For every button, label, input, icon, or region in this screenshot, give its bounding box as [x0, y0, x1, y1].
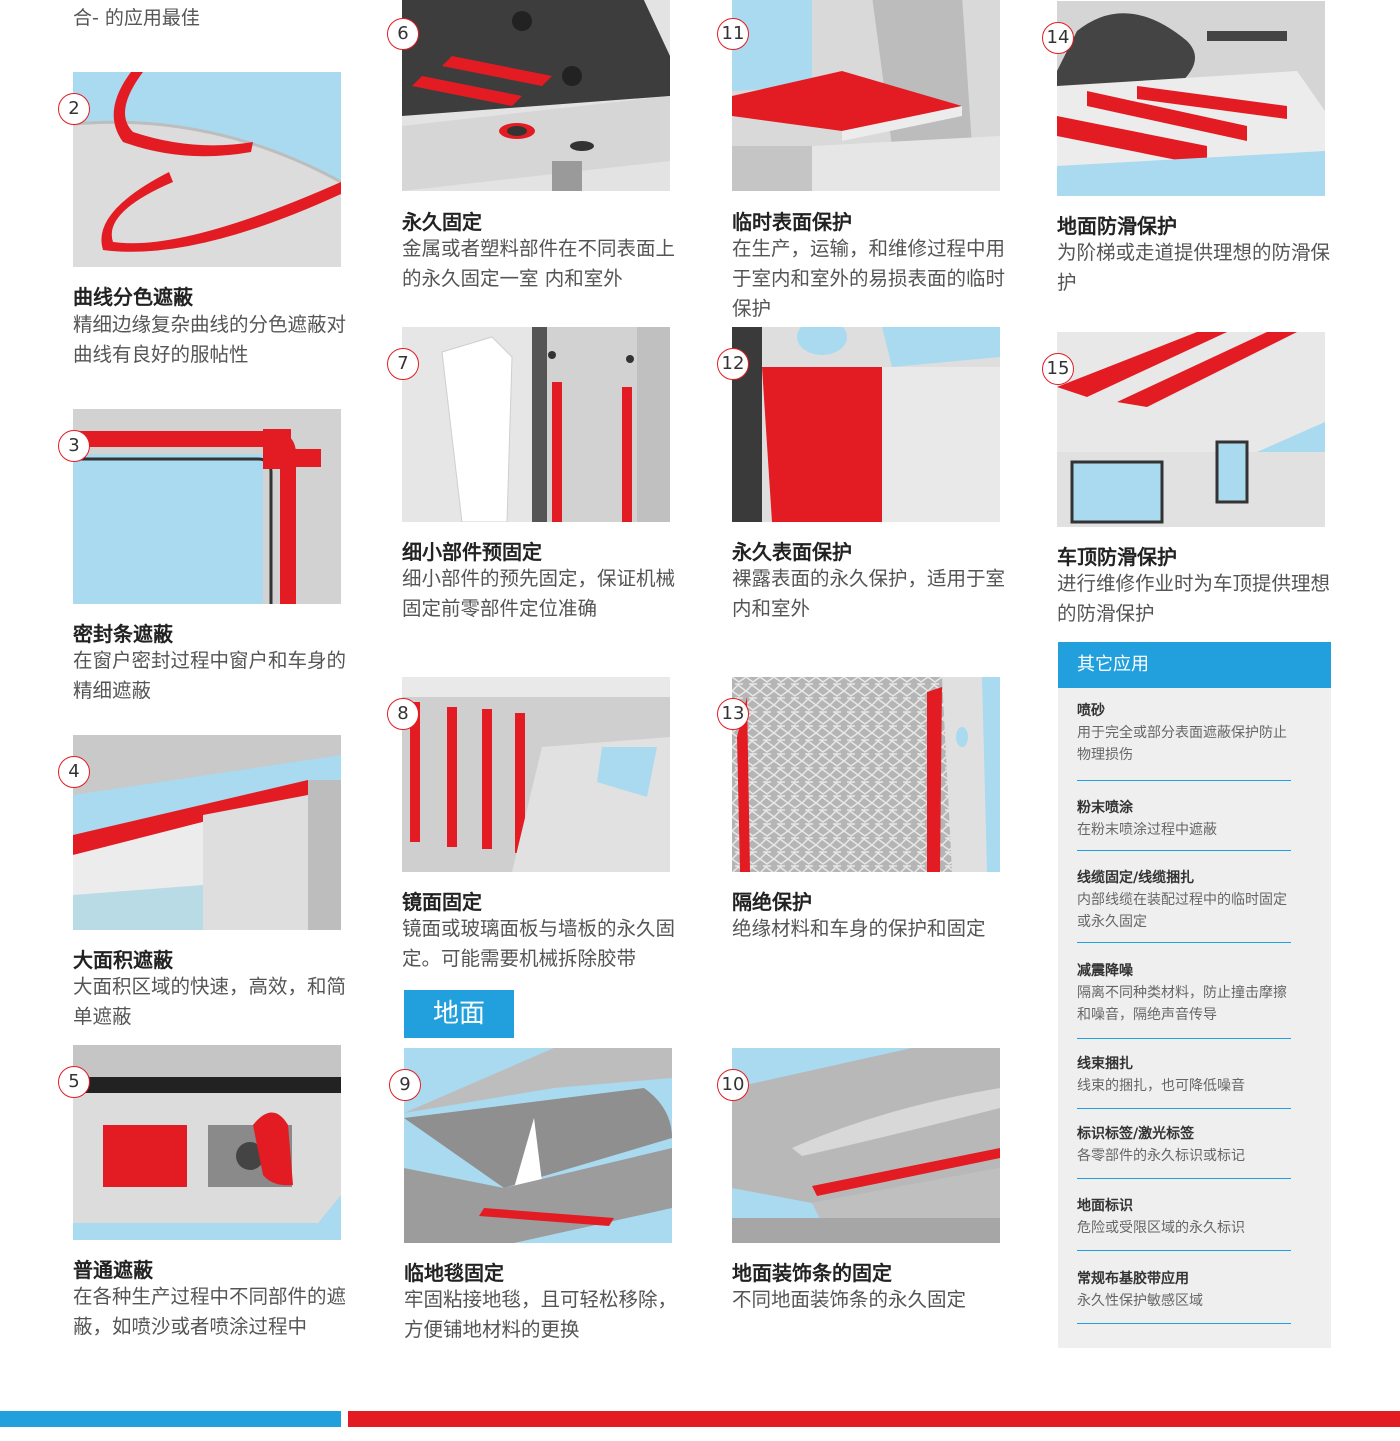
- number-badge: 11: [717, 18, 749, 50]
- mirror-fixing-illustration: [402, 677, 670, 872]
- item-description: 隔离不同种类材料，防止撞击摩擦和噪音，隔绝声音传导: [1077, 985, 1287, 1023]
- card-title: 临地毯固定: [404, 1261, 504, 1285]
- list-item: 线缆固定/线缆捆扎 内部线缆在装配过程中的临时固定或永久固定: [1077, 867, 1291, 943]
- item-title: 线缆固定/线缆捆扎: [1077, 870, 1195, 886]
- list-item: 粉末喷涂 在粉末喷涂过程中遮蔽: [1077, 797, 1291, 851]
- card-description: 绝缘材料和车身的保护和固定: [732, 917, 986, 940]
- list-item: 减震降噪 隔离不同种类材料，防止撞击摩擦和噪音，隔绝声音传导: [1077, 960, 1291, 1039]
- card-description: 在生产，运输，和维修过程中用于室内和室外的易损表面的临时保护: [732, 237, 1006, 320]
- permanent-fixing-illustration: [402, 0, 670, 191]
- item-title: 常规布基胶带应用: [1077, 1271, 1189, 1287]
- large-area-masking-illustration: [73, 735, 341, 930]
- list-item: 喷砂 用于完全或部分表面遮蔽保护防止物理损伤: [1077, 700, 1291, 781]
- floor-trim-illustration: [732, 1048, 1000, 1243]
- number-badge: 4: [58, 756, 90, 788]
- floor-section-tab: 地面: [404, 990, 514, 1038]
- card-description: 在各种生产过程中不同部件的遮蔽，如喷沙或者喷涂过程中: [73, 1285, 347, 1338]
- number-badge: 9: [389, 1069, 421, 1101]
- card-title: 隔绝保护: [732, 890, 812, 914]
- number-badge: 3: [58, 430, 90, 462]
- item-description: 各零部件的永久标识或标记: [1077, 1148, 1245, 1164]
- card-description: 为阶梯或走道提供理想的防滑保护: [1057, 241, 1331, 294]
- number-badge: 2: [58, 93, 90, 125]
- insulation-protection-illustration: [732, 677, 1000, 872]
- number-badge: 10: [717, 1069, 749, 1101]
- carpet-fixing-illustration: [404, 1048, 672, 1243]
- item-description: 用于完全或部分表面遮蔽保护防止物理损伤: [1077, 725, 1287, 763]
- card-description: 进行维修作业时为车顶提供理想的防滑保护: [1057, 572, 1331, 625]
- seal-masking-illustration: [73, 409, 341, 604]
- item-title: 喷砂: [1077, 703, 1105, 719]
- card-title: 地面装饰条的固定: [732, 1261, 892, 1285]
- card-description: 牢固粘接地毯，且可轻松移除，方便铺地材料的更换: [404, 1288, 678, 1341]
- list-item: 地面标识 危险或受限区域的永久标识: [1077, 1195, 1291, 1251]
- roof-antislip-illustration: [1057, 332, 1325, 527]
- list-item: 线束捆扎 线束的捆扎，也可降低噪音: [1077, 1053, 1291, 1109]
- card-description: 细小部件的预先固定，保证机械固定前零部件定位准确: [402, 567, 676, 620]
- card-title: 地面防滑保护: [1057, 214, 1177, 238]
- card-title: 镜面固定: [402, 890, 482, 914]
- card-title: 细小部件预固定: [402, 540, 542, 564]
- curve-masking-illustration: [73, 72, 341, 267]
- card-description: 精细边缘复杂曲线的分色遮蔽对曲线有良好的服帖性: [73, 313, 347, 366]
- lead-text: 合- 的应用最佳: [73, 7, 200, 29]
- card-title: 曲线分色遮蔽: [73, 285, 193, 309]
- number-badge: 13: [717, 698, 749, 730]
- card-title: 临时表面保护: [732, 210, 852, 234]
- number-badge: 12: [717, 348, 749, 380]
- card-description: 不同地面装饰条的永久固定: [732, 1288, 967, 1311]
- item-description: 在粉末喷涂过程中遮蔽: [1077, 822, 1217, 838]
- card-title: 密封条遮蔽: [73, 622, 173, 646]
- item-title: 粉末喷涂: [1077, 800, 1133, 816]
- item-description: 危险或受限区域的永久标识: [1077, 1220, 1245, 1236]
- footer-bar-red: [348, 1411, 1400, 1427]
- permanent-protection-illustration: [732, 327, 1000, 522]
- number-badge: 5: [58, 1066, 90, 1098]
- list-item: 标识标签/激光标签 各零部件的永久标识或标记: [1077, 1123, 1291, 1179]
- general-masking-illustration: [73, 1045, 341, 1240]
- item-title: 线束捆扎: [1077, 1056, 1133, 1072]
- small-parts-prefix-illustration: [402, 327, 670, 522]
- card-description: 大面积区域的快速，高效，和简单遮蔽: [73, 975, 347, 1028]
- list-item: 常规布基胶带应用 永久性保护敏感区域: [1077, 1268, 1291, 1324]
- card-title: 永久固定: [402, 210, 482, 234]
- card-description: 镜面或玻璃面板与墙板的永久固定。可能需要机械拆除胶带: [402, 917, 676, 970]
- item-title: 标识标签/激光标签: [1077, 1126, 1195, 1142]
- card-title: 车顶防滑保护: [1057, 545, 1177, 569]
- item-title: 地面标识: [1077, 1198, 1133, 1214]
- item-description: 线束的捆扎，也可降低噪音: [1077, 1078, 1245, 1094]
- floor-antislip-illustration: [1057, 1, 1325, 196]
- number-badge: 6: [387, 18, 419, 50]
- card-title: 大面积遮蔽: [73, 948, 173, 972]
- number-badge: 14: [1042, 22, 1074, 54]
- other-applications-panel: 其它应用 喷砂 用于完全或部分表面遮蔽保护防止物理损伤 粉末喷涂 在粉末喷涂过程…: [1058, 642, 1331, 1348]
- number-badge: 8: [387, 698, 419, 730]
- number-badge: 15: [1042, 353, 1074, 385]
- card-description: 金属或者塑料部件在不同表面上的永久固定一室 内和室外: [402, 237, 676, 290]
- number-badge: 7: [387, 348, 419, 380]
- footer-bar-blue: [0, 1411, 341, 1427]
- item-description: 内部线缆在装配过程中的临时固定或永久固定: [1077, 892, 1287, 930]
- temporary-protection-illustration: [732, 0, 1000, 191]
- panel-header: 其它应用: [1058, 642, 1331, 688]
- item-description: 永久性保护敏感区域: [1077, 1293, 1203, 1309]
- item-title: 减震降噪: [1077, 963, 1133, 979]
- card-description: 裸露表面的永久保护，适用于室内和室外: [732, 567, 1006, 620]
- card-title: 普通遮蔽: [73, 1258, 153, 1282]
- card-title: 永久表面保护: [732, 540, 852, 564]
- card-description: 在窗户密封过程中窗户和车身的精细遮蔽: [73, 649, 347, 702]
